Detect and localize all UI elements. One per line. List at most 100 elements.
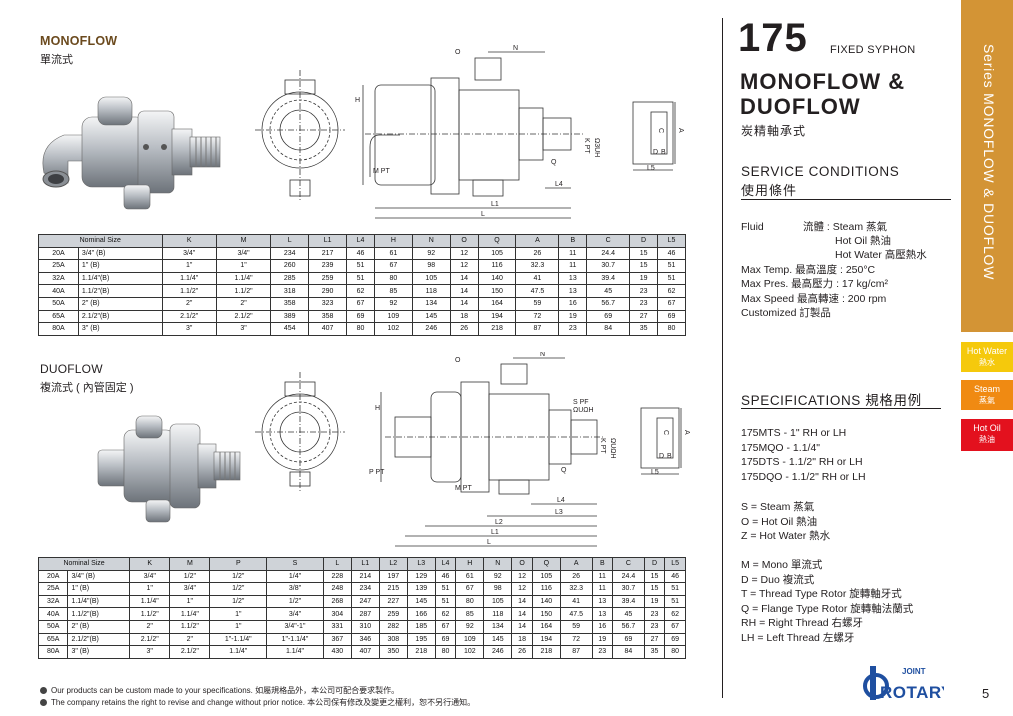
column-header: Q: [477, 234, 517, 248]
table-cell: 20A: [37, 569, 69, 584]
svg-text:A: A: [683, 430, 690, 435]
table-cell: 67: [664, 619, 686, 634]
table-cell: 20A: [38, 246, 79, 261]
table-cell: 15: [643, 569, 666, 584]
table-cell: 51: [657, 259, 686, 273]
table-cell: 41: [515, 271, 560, 286]
svg-text:L1: L1: [491, 529, 499, 536]
table-cell: 3/8": [266, 582, 324, 596]
column-header: N: [411, 234, 451, 248]
table-cell: 67: [455, 582, 485, 596]
table-cell: 80: [346, 322, 375, 336]
column-header: O: [449, 234, 479, 248]
table-cell: 27: [629, 309, 659, 324]
series-title-line1: MONOFLOW &: [740, 69, 906, 94]
table-cell: 218: [477, 322, 517, 336]
table-cell: 14: [449, 296, 479, 311]
table-cell: 12: [511, 582, 533, 596]
table-cell: 69: [434, 632, 457, 647]
table-cell: 50A: [37, 619, 69, 634]
table-cell: 45: [586, 284, 631, 298]
max-temp: Max Temp. 最高溫度 : 250°C: [741, 264, 876, 276]
table-cell: 30.7: [612, 582, 645, 596]
table-cell: 3": [215, 322, 272, 336]
column-header: Nominal Size: [38, 234, 163, 248]
table-cell: 1.1/4": [169, 607, 211, 621]
table-cell: 11: [558, 259, 588, 273]
column-header: L1: [350, 557, 380, 571]
svg-text:L4: L4: [555, 181, 563, 188]
table-cell: 2.1/2"(B): [67, 632, 131, 647]
table-cell: 1/2": [209, 569, 268, 584]
table-cell: 26: [559, 569, 593, 584]
table-cell: 1.1/4": [209, 645, 268, 659]
column-header: L3: [406, 557, 436, 571]
table-cell: 15: [629, 246, 659, 261]
table-cell: 80: [657, 322, 686, 336]
duoflow-drawing: O N H P PT M PT S PF ΩUΩH K PT ΩUΩH Q C …: [255, 352, 690, 547]
spec-divider: [741, 408, 941, 409]
table-cell: 51: [664, 582, 686, 596]
table-cell: 2": [129, 619, 171, 634]
table-cell: 346: [350, 632, 380, 647]
max-speed: Max Speed 最高轉速 : 200 rpm: [741, 293, 887, 305]
table-cell: 194: [477, 309, 517, 324]
table-cell: 59: [559, 619, 593, 634]
fluid-line-3: Hot Water 高壓熱水: [835, 249, 927, 261]
table-cell: 51: [657, 271, 686, 286]
table-cell: 65A: [37, 632, 69, 647]
table-cell: 105: [477, 246, 517, 261]
table-cell: 23: [591, 645, 614, 659]
table-cell: 15: [643, 582, 666, 596]
table-cell: 84: [612, 645, 645, 659]
svg-text:H: H: [375, 405, 380, 412]
svg-text:O: O: [455, 357, 461, 364]
column-header: L: [270, 234, 310, 248]
table-cell: 51: [434, 582, 457, 596]
spec-line: Q = Flange Type Rotor 旋轉軸法蘭式: [741, 602, 914, 615]
table-cell: 23: [643, 607, 666, 621]
table-cell: 194: [531, 632, 561, 647]
svg-text:L4: L4: [557, 497, 565, 504]
table-cell: 2": [169, 632, 211, 647]
table-cell: 358: [270, 296, 310, 311]
table-cell: 13: [558, 284, 588, 298]
table-cell: 1": [209, 607, 268, 621]
table-cell: 14: [511, 594, 533, 609]
table-cell: 3/4" (B): [77, 246, 163, 261]
table-cell: 51: [346, 271, 375, 286]
monoflow-subtitle: 單流式: [40, 54, 73, 66]
svg-text:K PT: K PT: [599, 438, 606, 454]
table-cell: 19: [558, 309, 588, 324]
table-cell: 407: [350, 645, 380, 659]
tag-hot-oil: Hot Oil 熱油: [961, 419, 1013, 451]
svg-text:JOINT: JOINT: [902, 667, 926, 676]
table-cell: 1"-1.1/4": [209, 632, 268, 647]
table-cell: 92: [455, 619, 485, 634]
table-cell: 32A: [37, 594, 69, 609]
table-cell: 14: [511, 607, 533, 621]
table-cell: 61: [455, 569, 485, 584]
table-cell: 23: [629, 284, 659, 298]
column-header: S: [266, 557, 324, 571]
table-cell: 3" (B): [77, 322, 163, 336]
table-cell: 105: [411, 271, 451, 286]
table-cell: 47.5: [515, 284, 560, 298]
table-cell: 80: [664, 645, 686, 659]
table-cell: 2.1/2": [161, 309, 217, 324]
table-cell: 1/4": [266, 569, 324, 584]
table-cell: 13: [591, 607, 614, 621]
table-cell: 282: [378, 619, 408, 634]
table-cell: 308: [378, 632, 408, 647]
table-cell: 228: [322, 569, 352, 584]
table-cell: 19: [629, 271, 659, 286]
table-cell: 227: [378, 594, 408, 609]
table-cell: 80A: [37, 645, 69, 659]
table-cell: 350: [378, 645, 408, 659]
